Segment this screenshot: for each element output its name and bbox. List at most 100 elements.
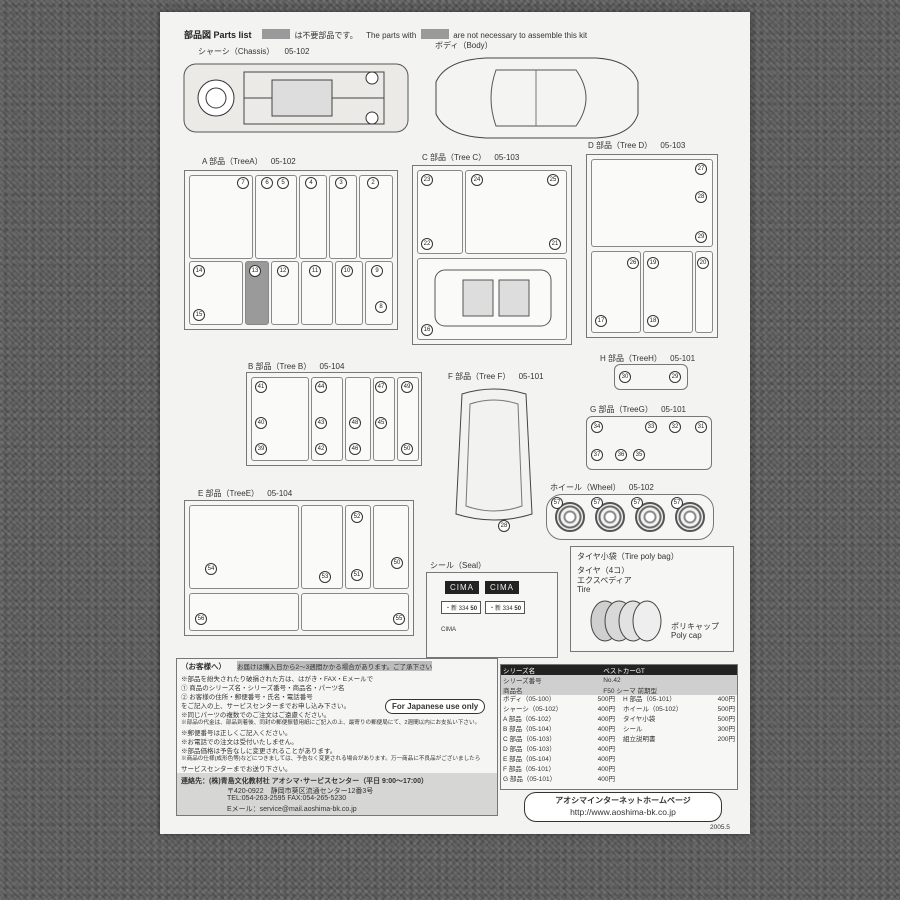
homepage-url[interactable]: http://www.aoshima-bk.co.jp [570,807,676,817]
part-number: 57 [551,497,563,509]
chassis-drawing [183,63,409,133]
part-number: 27 [695,163,707,175]
tree-d-code: 05-103 [660,141,686,150]
tree-a-frame: 7 6 5 4 3 2 14 13 12 11 10 9 8 15 [184,170,398,330]
series-name-label: シリーズ名 [503,668,536,675]
tree-b-label: B 部品（Tree B） [248,362,312,371]
price-row: E 部品（05-104）400円 [501,753,617,763]
part-number: 35 [633,449,645,461]
part-number: 51 [351,569,363,581]
price-value: 500円 [597,696,615,703]
price-name: C 部品（05-103） [503,736,556,743]
part-number: 14 [193,265,205,277]
part-number: 7 [237,177,249,189]
price-value: 500円 [717,716,735,723]
part-number: 45 [375,417,387,429]
part-number: 46 [349,443,361,455]
part-number: 50 [401,443,413,455]
tree-h-label: H 部品（TreeH） [600,354,662,363]
part-number: 3 [335,177,347,189]
tree-e-cell-hood [189,505,299,589]
part-number: 33 [645,421,657,433]
price-row: F 部品（05-101）400円 [501,763,617,773]
unneeded-note-jp: は不要部品です。 [294,31,358,40]
tire-count: タイヤ（4コ） [577,566,630,575]
homepage-box: アオシマインターネットホームページ http://www.aoshima-bk.… [524,792,722,822]
part-number: 52 [351,511,363,523]
chassis-code: 05-102 [284,47,310,56]
wheel-code: 05-102 [628,483,654,492]
price-value: 300円 [717,726,735,733]
price-row: G 部品（05-101）400円 [501,773,617,783]
part-number: 15 [193,309,205,321]
price-name: タイヤ小袋 [623,716,656,723]
part-number: 2 [367,177,379,189]
tree-g-title: G 部品（TreeG） 05-101 [590,404,686,415]
part-number: 29 [669,371,681,383]
series-no-label: シリーズ番号 [503,678,542,685]
part-number: 31 [695,421,707,433]
price-row: シャーシ（05-102）400円 [501,703,617,713]
tree-e-frame: 54 53 52 51 50 55 56 [184,500,414,636]
tree-b-frame: 41 44 47 49 40 43 48 45 39 42 46 50 [246,372,422,466]
price-name: ボディ（05-100） [503,696,556,703]
tree-a-code: 05-102 [270,157,296,166]
part-number: 6 [261,177,273,189]
print-date: 2005.5 [710,824,730,831]
product-label: 商品名 [503,688,523,695]
part-number: 29 [695,231,707,243]
tree-a-cell-2 [255,175,297,259]
part-number: 57 [591,497,603,509]
customer-title: （お客様へ） [181,662,226,671]
page-title: 部品図 Parts list [184,30,252,40]
unneeded-parts-swatch [261,28,290,39]
seal-label: シール（Seal） [430,561,487,570]
part-number: 41 [255,381,267,393]
price-value: 400円 [597,736,615,743]
price-list: シリーズ名 ベストカーGT シリーズ番号 No.42 商品名 F50 シーマ 前… [500,664,738,790]
tire-drawing [590,600,662,642]
part-number: 50 [391,557,403,569]
tire-bag-title: タイヤ小袋（Tire poly bag） [577,552,679,561]
wheel-title: ホイール（Wheel） 05-102 [550,482,654,493]
tree-e-cell-bumper-rear [189,593,299,631]
seal-plate-1: ・新 334 50 [441,601,482,614]
part-number: 10 [341,265,353,277]
tire-bag-frame: タイヤ小袋（Tire poly bag） タイヤ（4コ） エクスペディア Tir… [570,546,734,652]
price-name: ホイール（05-102） [623,706,683,713]
tree-f-code: 05-101 [518,372,544,381]
price-value: 400円 [597,746,615,753]
price-row: ホイール（05-102）500円 [621,703,737,713]
tree-e-label: E 部品（TreeE） [198,489,260,498]
tree-d-label: D 部品（Tree D） [588,141,653,150]
tree-a-cell-1 [189,175,253,259]
body-drawing [435,57,639,139]
part-number: 8 [375,301,387,313]
part-number: 47 [375,381,387,393]
tree-f-title: F 部品（Tree F） 05-101 [448,371,544,382]
price-row: タイヤ小袋 500円 [621,713,737,723]
part-number: 26 [627,257,639,269]
customer-line11: ※商品の仕様(成形色等)などにつきましては、予告なく変更される場合があります。万… [181,756,481,762]
customer-notice: （お客様へ） お届けは購入日から2〜3週間かかる場合があります。ご了承下さい ※… [176,658,498,816]
unneeded-note-en2: are not necessary to assemble this kit [453,31,588,40]
tree-b-cell-5 [397,377,419,461]
parts-list-sheet: 部品図 Parts list は不要部品です。 The parts with a… [160,12,750,834]
customer-line4: ② お客様の住所・郵便番号・氏名・電話番号 [181,694,313,701]
contact-block: 連絡先：(株)青島文化教材社 アオシマ･サービスセンター（平日 9:00〜17:… [177,773,497,815]
part-number: 4 [305,177,317,189]
part-number: 13 [249,265,261,277]
series-no: No.42 [603,676,621,684]
part-number: 32 [669,421,681,433]
price-name: A 部品（05-102） [503,716,556,723]
part-number: 19 [647,257,659,269]
tree-b-title: B 部品（Tree B） 05-104 [248,361,344,372]
seal-sheet: CIMA CIMA ・新 334 50 ・新 334 50 CIMA [426,572,558,658]
tree-a-cell-3 [299,175,327,259]
price-name: E 部品（05-104） [503,756,556,763]
poly-cap-en: Poly cap [671,631,702,640]
price-name: F 部品（05-101） [503,766,556,773]
price-value: 400円 [597,726,615,733]
